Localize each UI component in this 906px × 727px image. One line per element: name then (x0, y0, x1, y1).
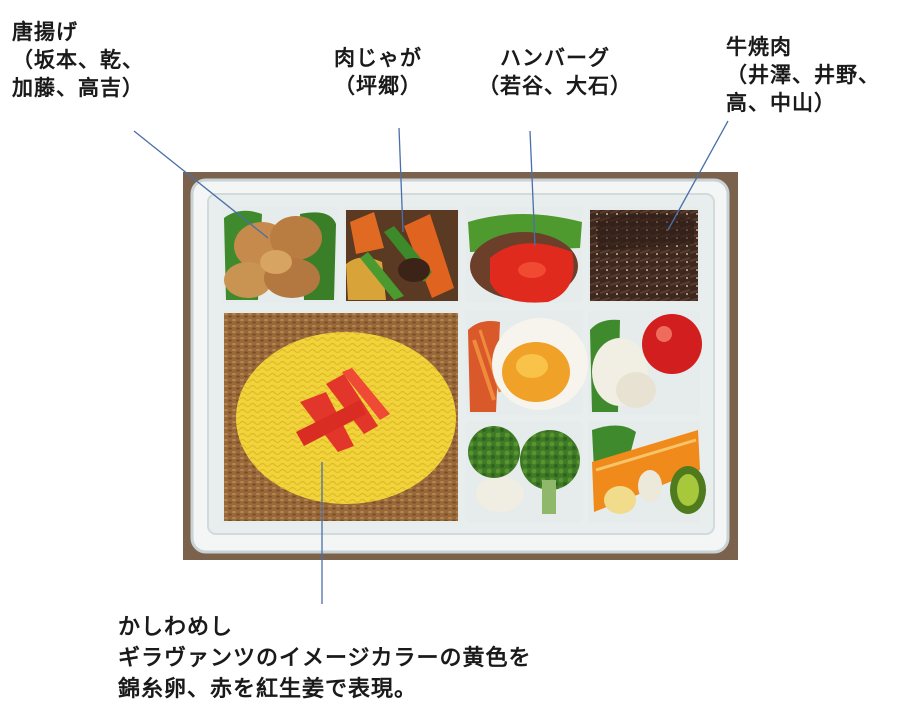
label-gyuyaki-names-2: 高、中山） (726, 91, 836, 115)
label-hamburg: ハンバーグ （若谷、大石） (478, 44, 632, 100)
label-hamburg-title: ハンバーグ (500, 46, 610, 70)
label-kashiwameshi-line-2: ギラヴァンツのイメージカラーの黄色を (118, 646, 532, 671)
label-kashiwameshi-title: かしわめし (118, 615, 234, 640)
label-nikujaga-names: （坪郷） (334, 74, 422, 98)
label-gyuyaki-names-1: （井澤、井野、 (726, 63, 880, 87)
leader-line-hamburg (529, 130, 536, 247)
leader-line-gyuyaki (667, 120, 729, 231)
label-kashiwameshi: かしわめし ギラヴァンツのイメージカラーの黄色を 錦糸卵、赤を紅生姜で表現。 (118, 612, 532, 705)
potato-salad-side (590, 314, 702, 412)
leader-line-nikujaga (398, 127, 404, 233)
leader-lines (133, 120, 729, 604)
label-nikujaga: 肉じゃが （坪郷） (334, 44, 422, 100)
label-karaage-names-2: 加藤、高吉） (12, 76, 144, 100)
label-gyuyaki: 牛焼肉 （井澤、井野、 高、中山） (726, 33, 880, 117)
kashiwameshi-food (224, 313, 458, 521)
nikujaga-food (346, 210, 458, 301)
label-karaage: 唐揚げ （坂本、乾、 加藤、高吉） (12, 18, 144, 102)
leader-line-karaage (133, 130, 269, 239)
karaage-food (224, 210, 336, 300)
label-hamburg-names: （若谷、大石） (478, 74, 632, 98)
fruit-side (592, 425, 706, 514)
egg-side (468, 318, 588, 412)
gyuyaki-food (590, 210, 698, 301)
label-karaage-names-1: （坂本、乾、 (12, 48, 144, 72)
hamburg-food (468, 214, 582, 303)
label-kashiwameshi-line-3: 錦糸卵、赤を紅生姜で表現。 (118, 677, 418, 702)
label-gyuyaki-title: 牛焼肉 (726, 35, 792, 59)
label-nikujaga-title: 肉じゃが (334, 46, 422, 70)
label-karaage-title: 唐揚げ (12, 20, 78, 44)
broccoli-side (468, 426, 580, 514)
